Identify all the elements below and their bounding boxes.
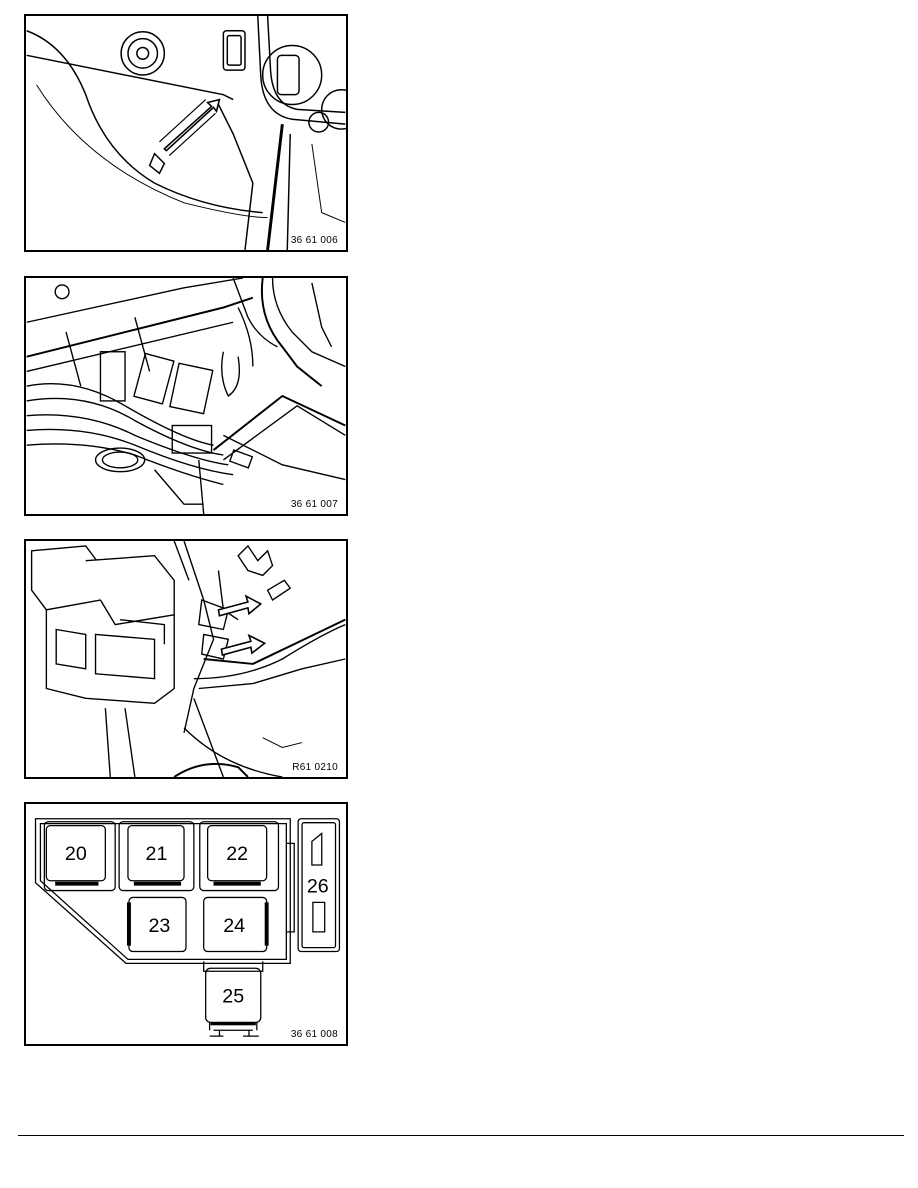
illustration-relay-removal bbox=[30, 541, 346, 777]
figure-relay-removal: R61 0210 bbox=[24, 539, 348, 779]
figure-relay-positions: 20 21 22 23 24 25 26 36 61 008 bbox=[24, 802, 348, 1046]
figure-ignition-area: 36 61 006 bbox=[24, 14, 348, 252]
illustration-dashboard-underside bbox=[26, 16, 346, 250]
relay-23-label: 23 bbox=[149, 915, 171, 937]
figure-code: 36 61 008 bbox=[288, 1029, 340, 1040]
relay-25-label: 25 bbox=[222, 986, 244, 1008]
figure-wiring-harness: 36 61 007 bbox=[24, 276, 348, 516]
figure-code: 36 61 006 bbox=[288, 235, 340, 246]
relay-26-label: 26 bbox=[307, 876, 329, 898]
relay-22-label: 22 bbox=[226, 843, 248, 865]
figure-code: 36 61 007 bbox=[288, 499, 340, 510]
figure-code: R61 0210 bbox=[290, 762, 340, 773]
relay-20-label: 20 bbox=[65, 843, 87, 865]
relay-21-label: 21 bbox=[146, 843, 168, 865]
relay-24-label: 24 bbox=[223, 915, 245, 937]
relay-layout-diagram: 20 21 22 23 24 25 26 bbox=[34, 818, 341, 1037]
footer-rule bbox=[18, 1135, 904, 1136]
illustration-wiring-harness bbox=[26, 278, 346, 514]
